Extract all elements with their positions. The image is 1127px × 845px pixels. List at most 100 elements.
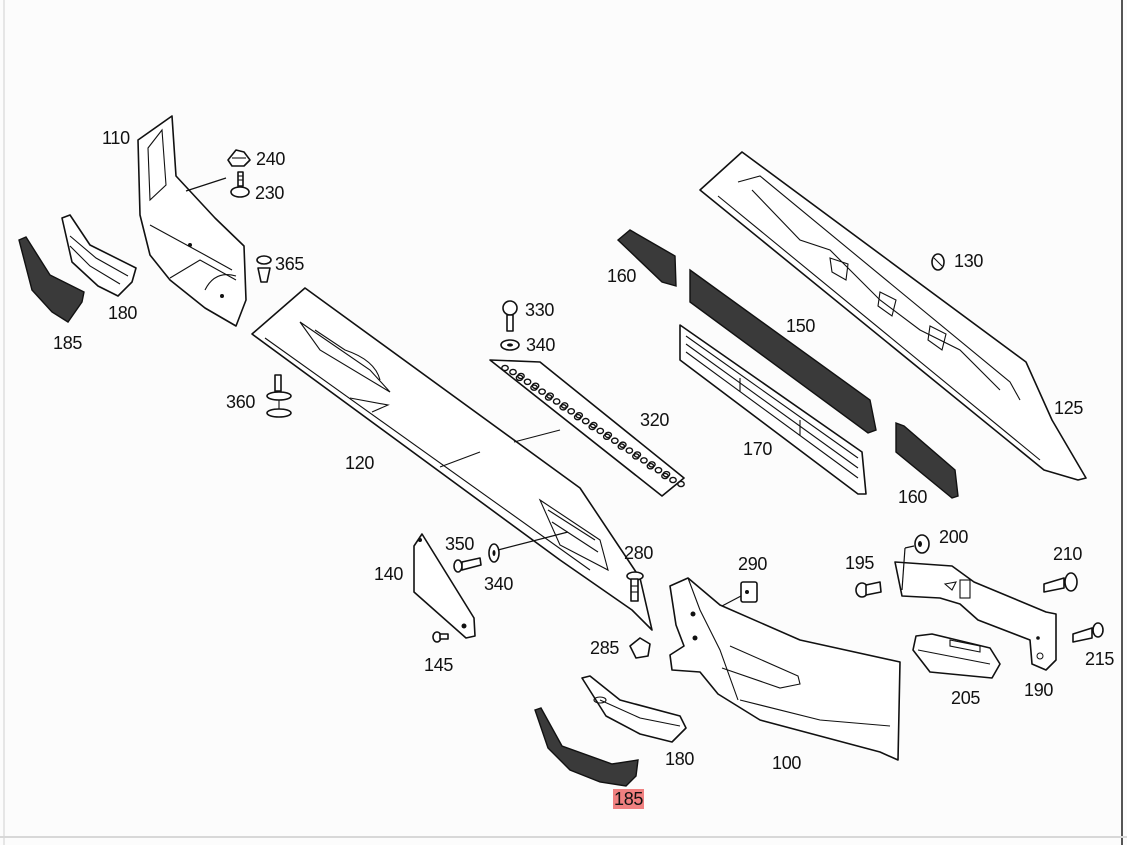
perforation-hole (538, 388, 546, 395)
perforation-hole (632, 453, 640, 460)
perforation-hole (544, 394, 553, 401)
perforation-hole (602, 433, 611, 441)
part-195-screw[interactable] (855, 581, 882, 598)
part-130-clip[interactable] (931, 253, 945, 271)
label-350: 350 (445, 534, 475, 554)
part-330-bolt[interactable] (502, 300, 518, 332)
part-190-mounting-bracket[interactable] (894, 561, 1057, 671)
leader-line (185, 177, 227, 192)
label-340-top: 340 (526, 335, 556, 355)
part-230-bolt[interactable] (230, 171, 250, 198)
label-180-bottom: 180 (665, 749, 695, 769)
label-230: 230 (255, 183, 285, 203)
label-185-highlighted[interactable]: 185 (613, 789, 645, 809)
perforation-hole (669, 476, 677, 484)
label-285: 285 (590, 638, 620, 658)
leader-line (901, 547, 906, 591)
label-180-left: 180 (108, 303, 138, 323)
label-240: 240 (256, 149, 286, 169)
part-280-screw[interactable] (626, 571, 644, 602)
part-290-clip-nut[interactable] (740, 581, 758, 603)
label-200: 200 (939, 527, 969, 547)
part-170-slatted-grille[interactable] (679, 324, 867, 495)
part-240-clip-nut[interactable] (227, 149, 251, 167)
label-160-top: 160 (607, 266, 637, 286)
perforation-hole (559, 403, 568, 411)
part-185-bottom-mesh-grille[interactable] (534, 707, 639, 787)
part-350-screw[interactable] (453, 557, 482, 573)
part-160-bottom-mesh[interactable] (895, 421, 959, 499)
perforation-hole (552, 398, 561, 405)
part-120-lower-bumper-panel[interactable] (251, 287, 653, 631)
perforation-hole (567, 407, 576, 415)
perforation-hole (573, 413, 582, 421)
part-320-holes (501, 364, 685, 488)
label-185-left: 185 (53, 333, 83, 353)
part-160-top-mesh[interactable] (616, 229, 677, 287)
label-130: 130 (954, 251, 984, 271)
part-140-side-cover[interactable] (413, 533, 476, 639)
label-120: 120 (345, 453, 375, 473)
label-170: 170 (743, 439, 773, 459)
label-150: 150 (786, 316, 816, 336)
part-200-nut[interactable] (914, 534, 930, 554)
leader-line (721, 595, 742, 607)
part-320-perforated-strip[interactable] (489, 359, 685, 497)
perforation-hole (588, 423, 597, 431)
label-160-bottom: 160 (898, 487, 928, 507)
label-215: 215 (1085, 649, 1115, 669)
label-290: 290 (738, 554, 768, 574)
part-100-front-bumper-cover[interactable] (669, 577, 901, 761)
part-150-center-mesh[interactable] (689, 268, 877, 434)
label-145: 145 (424, 655, 454, 675)
label-365: 365 (275, 254, 305, 274)
perforation-hole (625, 447, 634, 454)
part-360-stud[interactable] (266, 374, 292, 418)
label-330: 330 (525, 300, 555, 320)
leader-line (497, 531, 569, 551)
frame-border-left (3, 0, 5, 845)
part-180-bottom-trim[interactable] (581, 675, 687, 743)
perforation-hole (530, 384, 538, 391)
part-340-washer-bottom[interactable] (488, 543, 500, 563)
label-280: 280 (624, 543, 654, 563)
perforation-hole (509, 368, 517, 376)
label-100: 100 (772, 753, 802, 773)
part-110-side-bracket[interactable] (137, 115, 247, 327)
perforation-hole (610, 437, 619, 445)
perforation-hole (581, 417, 590, 425)
label-360: 360 (226, 392, 256, 412)
part-180-left-trim[interactable] (61, 214, 137, 297)
perforation-hole (501, 364, 509, 372)
part-340-washer-top[interactable] (500, 339, 520, 351)
part-210-screw[interactable] (1043, 572, 1078, 593)
frame-border-right (1121, 0, 1123, 845)
label-210: 210 (1053, 544, 1083, 564)
label-125: 125 (1054, 398, 1084, 418)
part-205-fog-lamp-unit[interactable] (912, 633, 1001, 679)
part-145-screw[interactable] (432, 631, 449, 643)
leader-line (904, 545, 915, 549)
part-185-left-mesh-grille[interactable] (18, 236, 85, 323)
perforation-hole (677, 480, 685, 488)
perforation-hole (661, 472, 669, 480)
label-190: 190 (1024, 680, 1054, 700)
label-320: 320 (640, 410, 670, 430)
perforation-hole (596, 427, 605, 435)
frame-border-bottom (0, 836, 1127, 838)
perforation-hole (640, 457, 648, 464)
perforation-hole (646, 462, 655, 470)
label-140: 140 (374, 564, 404, 584)
part-285-clip[interactable] (629, 637, 651, 659)
label-195: 195 (845, 553, 875, 573)
part-215-screw[interactable] (1072, 622, 1104, 643)
perforation-hole (523, 378, 532, 386)
perforation-hole (654, 466, 663, 474)
perforation-hole (617, 443, 626, 450)
label-340-bottom: 340 (484, 574, 514, 594)
part-125-upper-bumper-panel[interactable] (699, 151, 1087, 481)
part-365-push-clip[interactable] (256, 255, 272, 283)
label-110: 110 (102, 128, 130, 148)
